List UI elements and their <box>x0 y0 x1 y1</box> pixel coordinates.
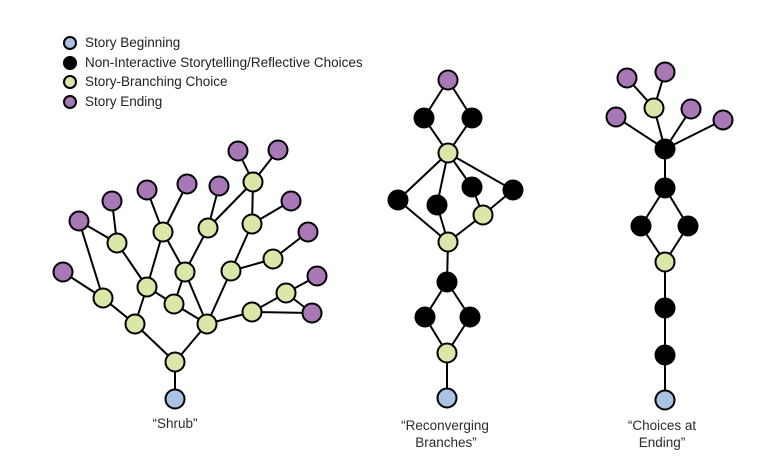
non-interactive-choice-node <box>459 306 481 328</box>
shrub-label: “Shrub” <box>152 416 197 431</box>
story-beginning-node <box>654 389 676 411</box>
story-ending-node <box>280 190 302 212</box>
story-branching-choice-node <box>643 97 665 119</box>
edge <box>207 181 254 229</box>
story-ending-node <box>301 302 323 324</box>
story-branching-choice-node <box>136 276 158 298</box>
story-beginning-node <box>436 387 458 409</box>
edge <box>397 152 449 201</box>
non-interactive-choice-node <box>654 344 676 366</box>
story-branching-choice-node <box>241 301 263 323</box>
choices-at-ending-label-line1: “Choices at <box>628 418 697 433</box>
legend-item-non-interactive-choice: Non-Interactive Storytelling/Reflective … <box>63 54 363 70</box>
non-interactive-choice-node <box>654 177 676 199</box>
non-interactive-choice-node <box>461 107 483 129</box>
choices-at-ending-label-line2: Ending” <box>639 435 686 450</box>
story-branching-choice-node <box>472 204 494 226</box>
edge <box>664 119 724 150</box>
story-ending-node <box>267 139 289 161</box>
non-interactive-choice-node <box>654 138 676 160</box>
edge <box>447 152 514 191</box>
story-ending-node <box>136 179 158 201</box>
story-branching-choice-node <box>437 142 459 164</box>
legend-item-story-branching-choice: Story-Branching Choice <box>63 74 363 90</box>
non-interactive-choice-node <box>436 271 458 293</box>
story-branching-choice-node <box>275 282 297 304</box>
legend-label: Non-Interactive Storytelling/Reflective … <box>85 54 363 70</box>
story-branching-choice-node <box>124 313 146 335</box>
story-ending-node <box>227 140 249 162</box>
non-interactive-choice-node <box>414 306 436 328</box>
reconverging-branches-label-line1: “Reconverging <box>401 418 489 433</box>
story-ending-node <box>208 175 230 197</box>
story-ending-node <box>680 98 702 120</box>
story-ending-node <box>654 61 676 83</box>
legend-label: Story Ending <box>85 93 163 109</box>
edge <box>397 199 449 243</box>
story-branching-choice-node <box>163 293 185 315</box>
legend-item-story-ending: Story Ending <box>63 93 363 109</box>
legend-label: Story Beginning <box>85 35 181 50</box>
story-ending-node <box>437 69 459 91</box>
story-branching-choice-node <box>220 260 242 282</box>
reconverging-branches-label-line2: Branches” <box>415 435 477 450</box>
story-branching-choice-node <box>92 287 114 309</box>
story-branching-choice-node <box>262 248 284 270</box>
story-branching-choice-node <box>654 251 676 273</box>
story-ending-node <box>306 265 328 287</box>
story-branching-choice-node <box>197 217 219 239</box>
story-branching-choice-node <box>152 221 174 243</box>
non-interactive-choice-node <box>426 194 448 216</box>
story-branching-choice-node <box>106 232 128 254</box>
story-branching-choice-node <box>241 213 263 235</box>
story-ending-node <box>712 109 734 131</box>
story-branching-choice-marker-icon <box>63 75 77 90</box>
story-branching-choice-node <box>436 342 458 364</box>
story-ending-marker-icon <box>63 94 77 109</box>
non-interactive-choice-node <box>413 107 435 129</box>
edge <box>78 220 104 299</box>
non-interactive-choice-marker-icon <box>63 55 77 70</box>
story-ending-node <box>176 173 198 195</box>
non-interactive-choice-node <box>387 189 409 211</box>
reconverging-branches-diagram <box>387 69 524 409</box>
legend: Story Beginning Non-Interactive Storytel… <box>63 36 363 114</box>
legend-item-story-beginning: Story Beginning <box>63 36 363 50</box>
legend-label: Story-Branching Choice <box>85 74 228 90</box>
story-ending-node <box>616 67 638 89</box>
story-branching-choice-node <box>196 313 218 335</box>
non-interactive-choice-node <box>654 297 676 319</box>
story-ending-node <box>297 221 319 243</box>
shrub-diagram <box>52 139 328 410</box>
non-interactive-choice-node <box>630 215 652 237</box>
story-branching-choice-node <box>164 351 186 373</box>
story-beginning-node <box>164 388 186 410</box>
story-ending-node <box>605 106 627 128</box>
story-branching-choice-node <box>242 171 264 193</box>
non-interactive-choice-node <box>677 215 699 237</box>
choices-at-ending-diagram <box>605 61 734 411</box>
story-ending-node <box>101 190 123 212</box>
story-branching-choice-node <box>174 261 196 283</box>
non-interactive-choice-node <box>461 176 483 198</box>
story-ending-node <box>52 261 74 283</box>
non-interactive-choice-node <box>502 179 524 201</box>
story-ending-node <box>68 210 90 232</box>
story-branching-choice-node <box>437 231 459 253</box>
story-beginning-marker-icon <box>63 36 77 50</box>
